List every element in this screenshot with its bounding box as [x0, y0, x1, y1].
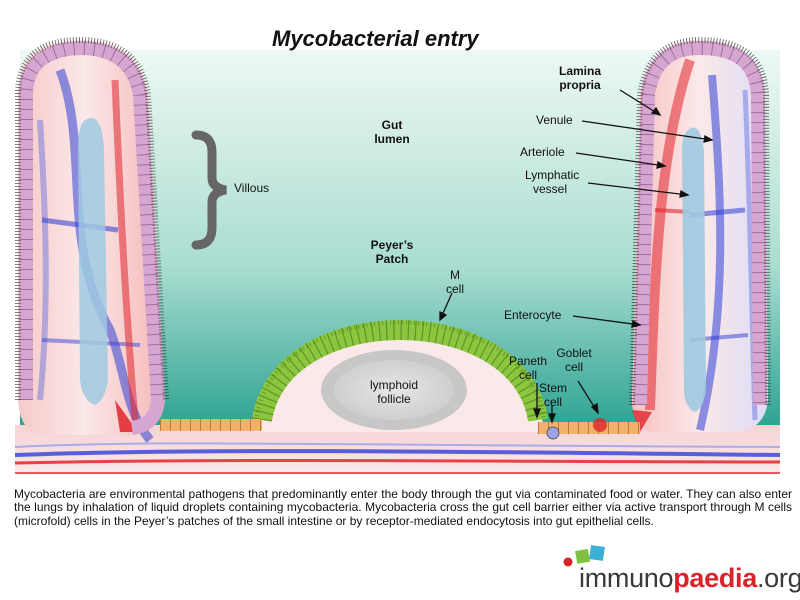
peyers-patch-dome: [252, 320, 548, 432]
right-lymphatic-vessel: [682, 127, 706, 412]
logo-text-paedia: paedia: [673, 563, 757, 593]
crypt-cells: [160, 418, 640, 440]
logo-text-org: .org: [756, 563, 800, 593]
right-villus: [632, 40, 768, 432]
logo-mark: [563, 545, 605, 567]
left-villus-epithelium: [19, 41, 165, 435]
villous-brace: [191, 130, 227, 250]
immunopaedia-logo[interactable]: immunopaedia.org: [555, 545, 800, 595]
logo-text-immuno: immuno: [579, 563, 674, 593]
caption-text: Mycobacteria are environmental pathogens…: [14, 487, 792, 528]
goblet-cell-shape: [593, 418, 607, 432]
arteriole-label: Arteriole: [520, 145, 565, 159]
base-vein: [14, 449, 781, 457]
villous-label: Villous: [234, 181, 270, 195]
left-lymphatic-vessel: [78, 118, 108, 405]
base-artery: [14, 458, 781, 465]
stem-cell-shape: [546, 426, 560, 440]
m-cell-layer: [252, 320, 548, 423]
leader-lines: [439, 89, 714, 424]
diagram-title: Mycobacterial entry: [272, 26, 479, 51]
enterocyte-label: Enterocyte: [504, 308, 562, 322]
left-villus: [18, 40, 165, 443]
venule-label: Venule: [536, 113, 573, 127]
